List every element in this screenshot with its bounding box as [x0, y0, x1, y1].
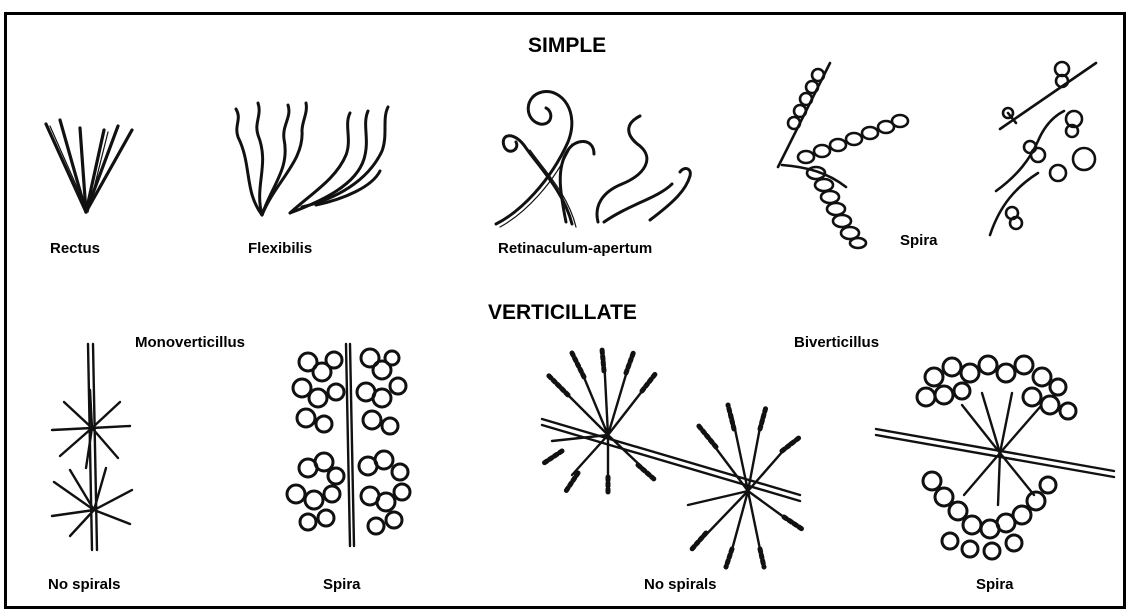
bi-spira-label: Spira: [976, 576, 1014, 593]
mono-spira-label: Spira: [323, 576, 361, 593]
spira-simple-label: Spira: [900, 232, 938, 249]
bi-no-spirals-label: No spirals: [644, 576, 717, 593]
rectus-illustration: [38, 108, 138, 218]
verticillate-header: VERTICILLATE: [488, 301, 637, 325]
monoverticillus-no-spirals-illustration: [40, 340, 150, 555]
rectus-label: Rectus: [50, 240, 100, 257]
simple-header: SIMPLE: [528, 34, 606, 58]
flexibilis-illustration: [232, 95, 397, 220]
biverticillus-spira-illustration: [872, 345, 1122, 570]
monoverticillus-label: Monoverticillus: [135, 334, 245, 351]
biverticillus-no-spirals-illustration: [538, 345, 808, 570]
mono-no-spirals-label: No spirals: [48, 576, 121, 593]
retinaculum-apertum-illustration: [490, 72, 700, 232]
monoverticillus-spira-illustration: [278, 340, 418, 550]
retinaculum-apertum-label: Retinaculum-apertum: [498, 240, 652, 257]
flexibilis-label: Flexibilis: [248, 240, 312, 257]
spira-simple-illustration: [768, 55, 1108, 255]
